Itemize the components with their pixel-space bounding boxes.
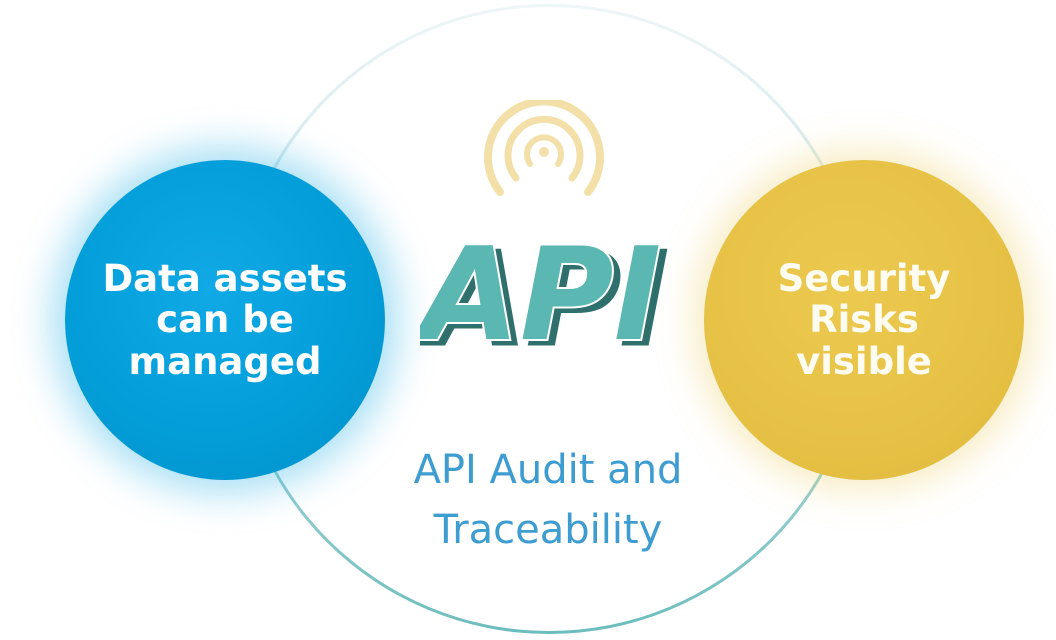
caption-line-2: Traceability xyxy=(433,507,663,553)
data-assets-line-2: can be xyxy=(156,298,294,342)
security-risks-line-1: Security xyxy=(777,256,951,300)
data-assets-line-1: Data assets xyxy=(102,256,348,300)
data-assets-line-3: managed xyxy=(128,339,322,383)
security-risks-bubble: Security Risks visible xyxy=(704,160,1024,480)
api-wordmark: API API xyxy=(420,232,670,362)
data-assets-label: Data assets can be managed xyxy=(100,256,350,383)
api-wordmark-text: API xyxy=(420,232,661,362)
api-wordmark-shadow: API xyxy=(420,232,668,362)
data-assets-bubble: Data assets can be managed xyxy=(65,160,385,480)
security-risks-line-3: visible xyxy=(796,339,932,383)
security-risks-label: Security Risks visible xyxy=(754,256,974,383)
security-risks-line-2: Risks xyxy=(809,298,919,342)
caption-line-1: API Audit and xyxy=(413,447,683,493)
signal-broadcast-icon xyxy=(484,100,604,196)
api-audit-caption: API Audit and Traceability xyxy=(330,440,766,560)
